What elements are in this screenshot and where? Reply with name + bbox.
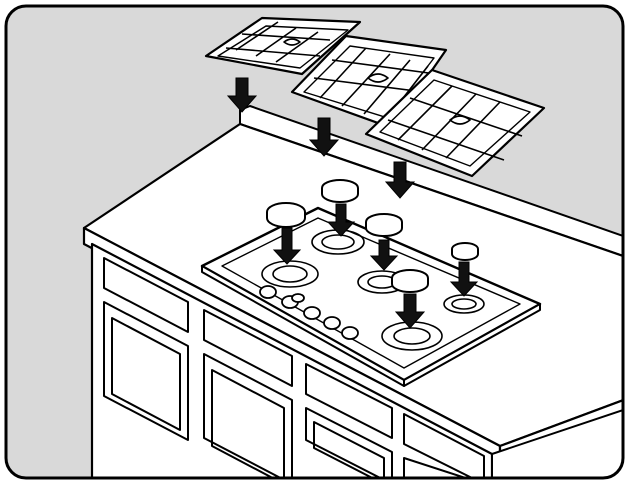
control-knob — [292, 294, 304, 302]
control-knob — [324, 317, 340, 329]
right-cap — [452, 243, 478, 260]
front-left-cap — [267, 203, 305, 227]
center-cap — [366, 214, 402, 236]
control-knob — [260, 286, 276, 298]
center-front-cap — [392, 270, 428, 292]
control-knob — [342, 327, 358, 339]
rear-left-cap — [322, 180, 358, 202]
control-knob — [304, 307, 320, 319]
